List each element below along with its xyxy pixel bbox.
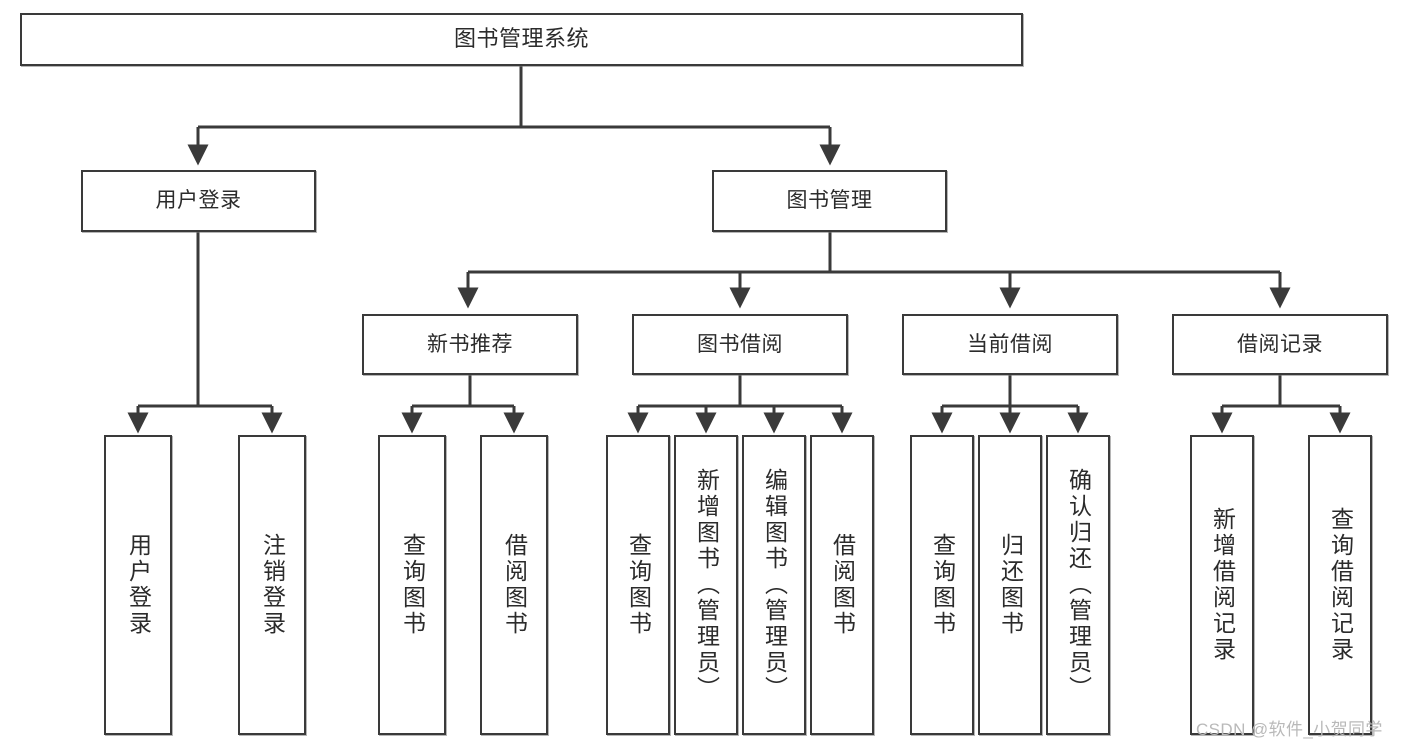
leaf-add-borrow-record[interactable]: 新增借阅记录 (1190, 435, 1254, 735)
leaf-query-book-borrow-label: 查询图书 (625, 533, 652, 637)
leaf-logout-login-label: 注销登录 (259, 533, 286, 637)
leaf-user-login[interactable]: 用户登录 (104, 435, 172, 735)
leaf-query-borrow-record-label: 查询借阅记录 (1327, 507, 1354, 663)
csdn-watermark: CSDN @软件_小贺同学 (1196, 720, 1383, 739)
node-current-borrow-label: 当前借阅 (967, 332, 1053, 356)
node-new-book-recommend-label: 新书推荐 (427, 332, 513, 356)
node-book-management-label: 图书管理 (786, 189, 873, 213)
leaf-confirm-return[interactable]: 确认归还（管理员） (1046, 435, 1110, 735)
node-new-book-recommend[interactable]: 新书推荐 (362, 314, 578, 375)
node-borrow-record-label: 借阅记录 (1237, 332, 1323, 356)
leaf-borrow-book-recommend-label: 借阅图书 (501, 533, 528, 637)
leaf-query-book-recommend-label: 查询图书 (399, 533, 426, 637)
leaf-edit-book-label: 编辑图书（管理员） (761, 468, 788, 702)
leaf-add-book[interactable]: 新增图书（管理员） (674, 435, 738, 735)
leaf-query-borrow-record[interactable]: 查询借阅记录 (1308, 435, 1372, 735)
node-root-label: 图书管理系统 (453, 26, 589, 52)
node-borrow-record[interactable]: 借阅记录 (1172, 314, 1388, 375)
leaf-add-book-label: 新增图书（管理员） (693, 468, 720, 702)
leaf-edit-book[interactable]: 编辑图书（管理员） (742, 435, 806, 735)
leaf-return-book-label: 归还图书 (997, 533, 1024, 637)
leaf-add-borrow-record-label: 新增借阅记录 (1209, 507, 1236, 663)
node-current-borrow[interactable]: 当前借阅 (902, 314, 1118, 375)
leaf-user-login-label: 用户登录 (125, 533, 152, 637)
node-root-system[interactable]: 图书管理系统 (20, 13, 1023, 66)
node-book-borrow[interactable]: 图书借阅 (632, 314, 848, 375)
leaf-return-book[interactable]: 归还图书 (978, 435, 1042, 735)
leaf-borrow-book-borrow[interactable]: 借阅图书 (810, 435, 874, 735)
node-book-management[interactable]: 图书管理 (712, 170, 947, 232)
leaf-confirm-return-label: 确认归还（管理员） (1065, 468, 1092, 702)
leaf-borrow-book-borrow-label: 借阅图书 (829, 533, 856, 637)
leaf-query-book-current[interactable]: 查询图书 (910, 435, 974, 735)
node-user-login[interactable]: 用户登录 (81, 170, 316, 232)
leaf-query-book-current-label: 查询图书 (929, 533, 956, 637)
node-book-borrow-label: 图书借阅 (697, 332, 783, 356)
leaf-query-book-recommend[interactable]: 查询图书 (378, 435, 446, 735)
leaf-query-book-borrow[interactable]: 查询图书 (606, 435, 670, 735)
node-user-login-label: 用户登录 (155, 189, 242, 213)
leaf-borrow-book-recommend[interactable]: 借阅图书 (480, 435, 548, 735)
leaf-logout-login[interactable]: 注销登录 (238, 435, 306, 735)
